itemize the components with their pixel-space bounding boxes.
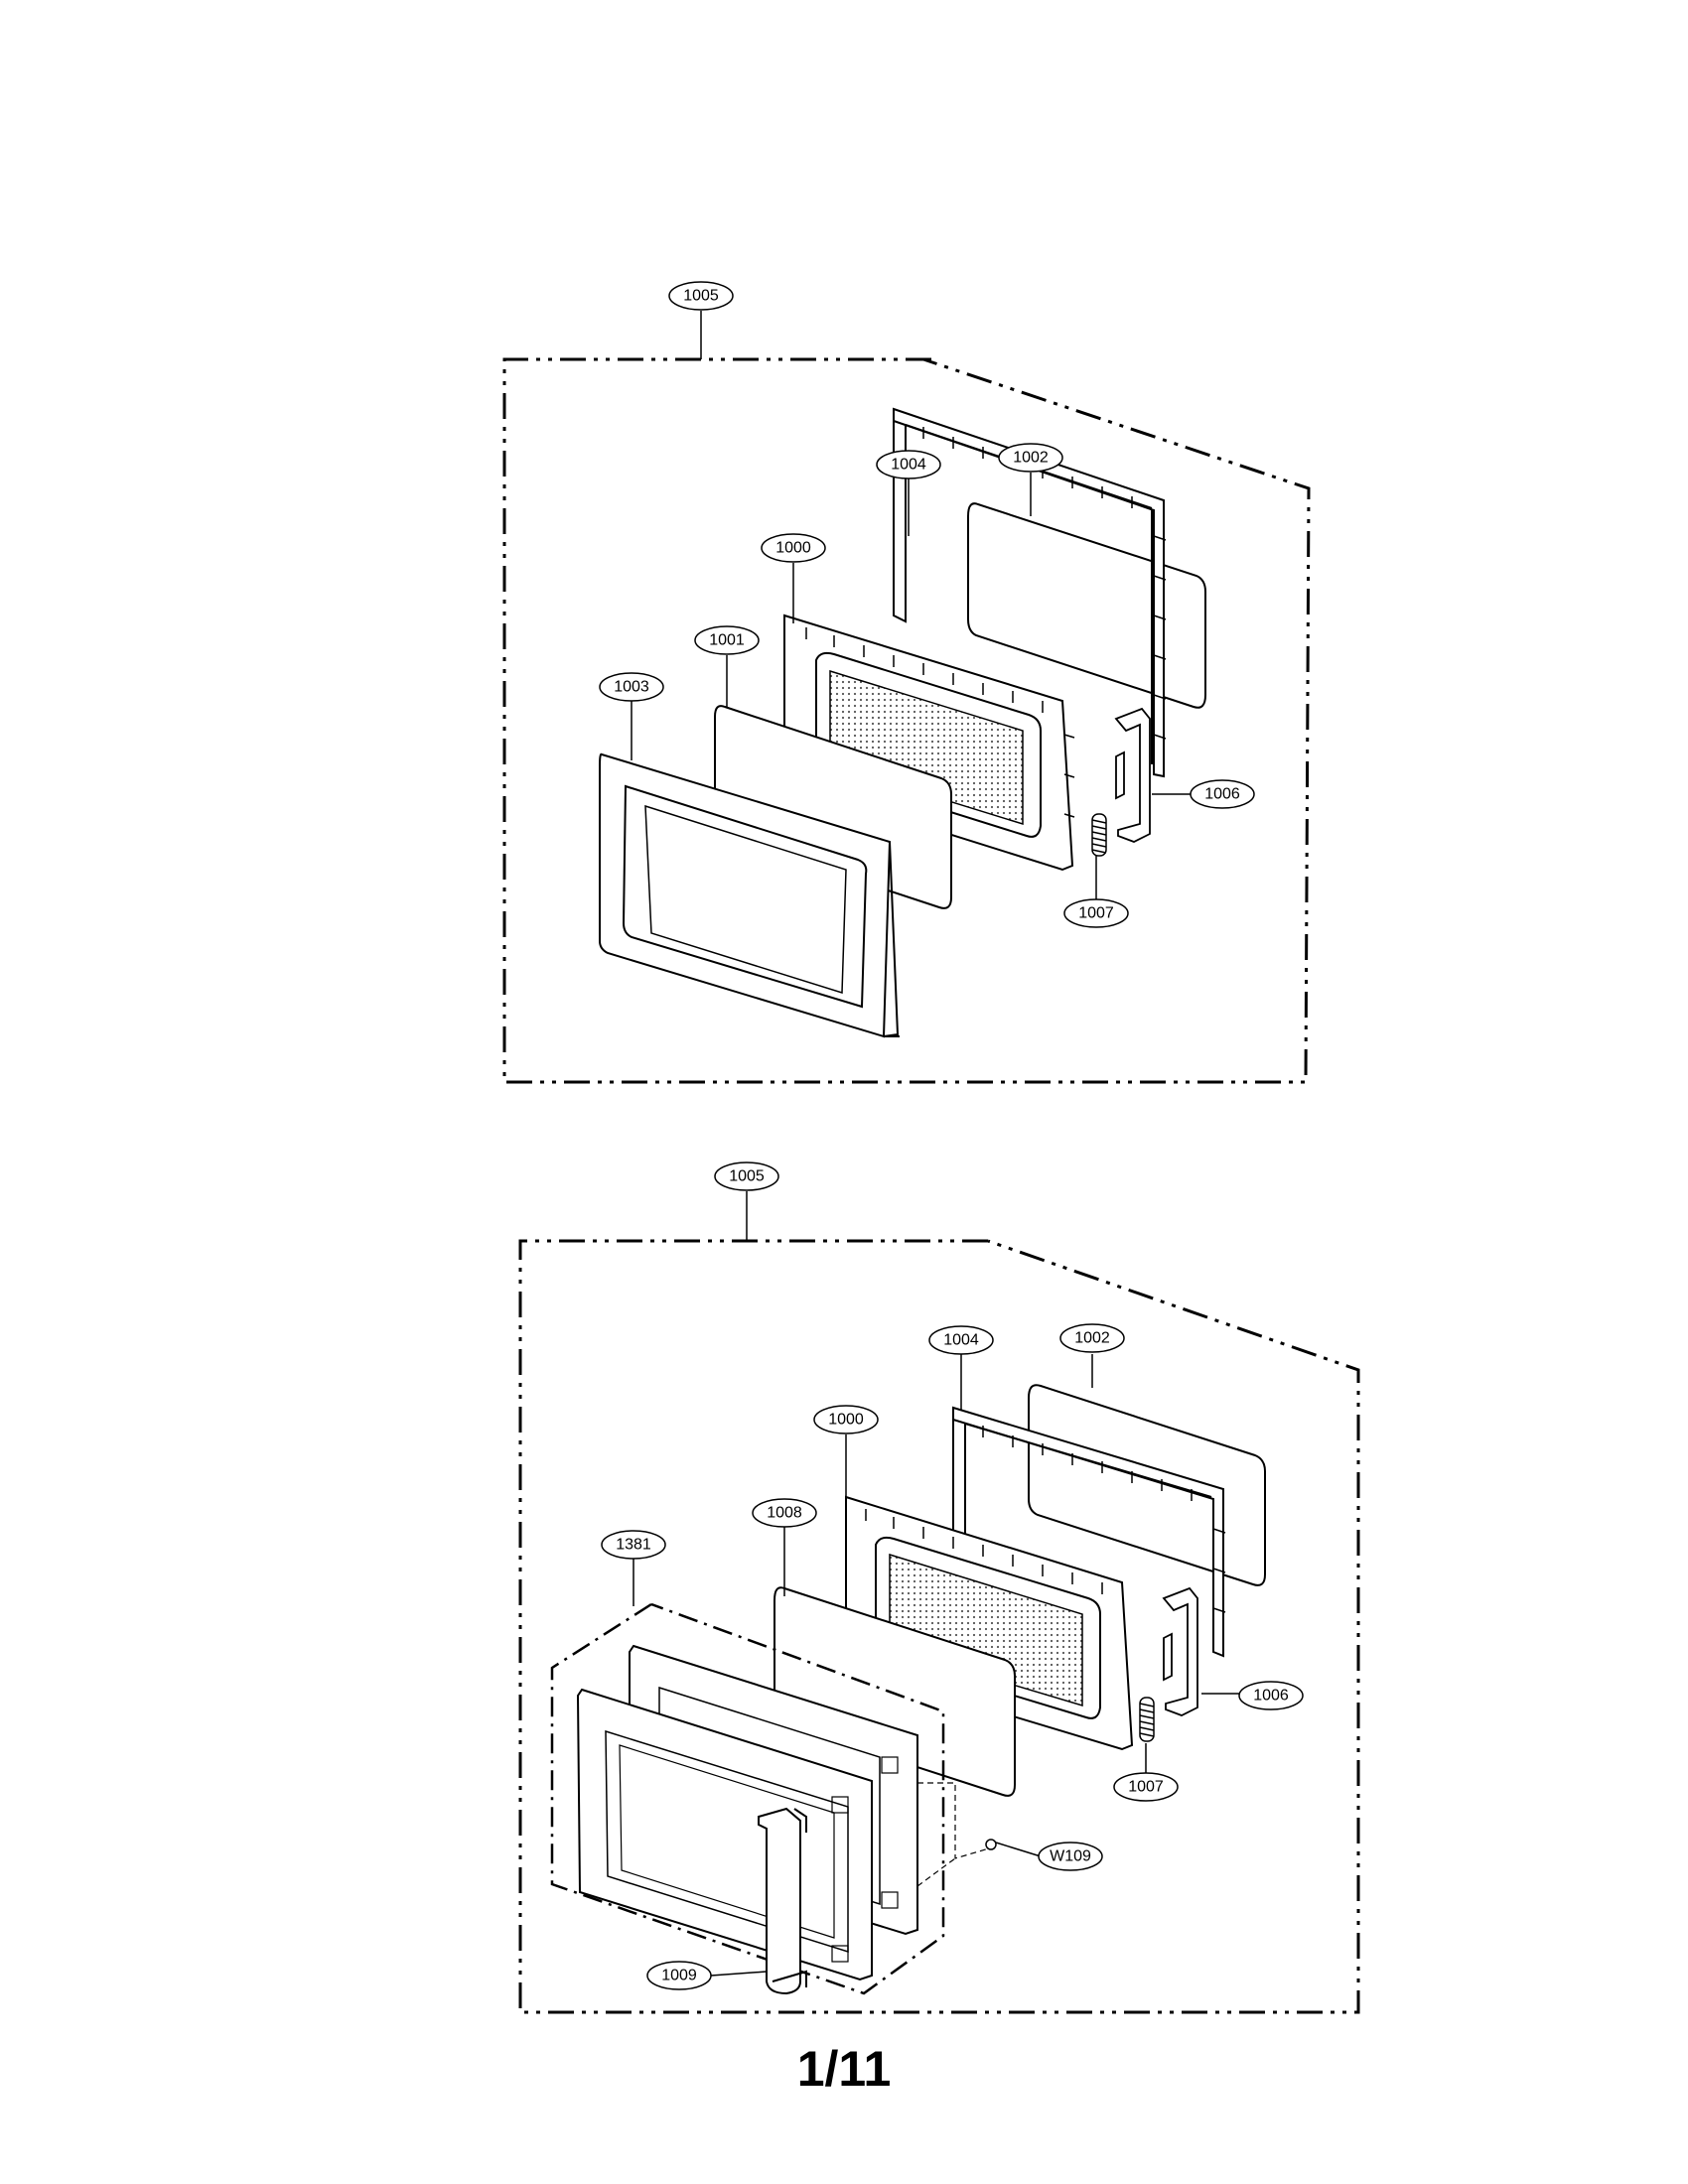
part-1007-spring	[1091, 813, 1107, 857]
callout-b-1008: 1008	[752, 1498, 817, 1528]
callout-a-1003: 1003	[599, 672, 664, 702]
part-1002-panel	[967, 502, 1206, 709]
part-1003-door-window	[622, 784, 868, 1009]
callout-b-1004: 1004	[928, 1325, 994, 1355]
svg-text:1003: 1003	[614, 679, 649, 696]
callout-a-1002: 1002	[998, 443, 1063, 473]
callout-b-1007: 1007	[1113, 1772, 1179, 1802]
part-1006-latch-2	[1115, 751, 1125, 800]
callout-b-1381: 1381	[601, 1530, 666, 1560]
callout-a-1007: 1007	[1063, 898, 1129, 928]
page-number: 1/11	[796, 2041, 892, 2097]
part-1003-door-flange	[883, 841, 900, 1037]
callout-a-1001: 1001	[694, 625, 760, 655]
part-1000-tabs-b	[865, 1509, 1103, 1594]
svg-text:1005: 1005	[729, 1168, 765, 1185]
leader-lines-b	[633, 1191, 1239, 1977]
part-1008-panel	[774, 1586, 1016, 1797]
assembly-boundary-1381	[550, 1602, 945, 1995]
svg-text:1007: 1007	[1078, 905, 1114, 922]
part-1381-door-front-window-inner	[619, 1744, 835, 1939]
callout-b-1009: 1009	[646, 1961, 712, 1990]
svg-text:1002: 1002	[1013, 450, 1049, 467]
callout-b-1002: 1002	[1059, 1323, 1125, 1353]
diagram-a	[502, 311, 1311, 1084]
part-1006-latch-b	[1162, 1586, 1198, 1716]
svg-text:1008: 1008	[767, 1505, 802, 1522]
part-1000-mesh	[829, 669, 1024, 826]
svg-text:1000: 1000	[775, 540, 811, 557]
callout-b-w109: W109	[1038, 1842, 1103, 1871]
callout-a-1006: 1006	[1190, 779, 1255, 809]
part-1006-latch-b-2	[1163, 1632, 1173, 1682]
svg-text:1009: 1009	[661, 1968, 697, 1984]
assembly-boundary-a	[502, 357, 1311, 1084]
callout-a-1004: 1004	[876, 450, 941, 479]
callout-b-1005: 1005	[714, 1161, 779, 1191]
svg-text:1006: 1006	[1204, 786, 1240, 803]
part-1381-door-badge-1	[831, 1796, 849, 1814]
part-1004-tabs	[922, 427, 1167, 740]
part-1000-mesh-b	[889, 1553, 1083, 1707]
part-1007-spring-b	[1139, 1697, 1155, 1742]
svg-text:1007: 1007	[1128, 1779, 1164, 1796]
callouts-a: 1005 1004 1002 1000 1001 1003 1006 1007	[599, 281, 1255, 928]
svg-text:1000: 1000	[828, 1412, 864, 1429]
callouts-b: 1005 1004 1002 1000 1008 1381 1006 1007 …	[601, 1161, 1304, 1990]
part-1000-tabs	[805, 627, 1075, 818]
svg-text:1005: 1005	[683, 288, 719, 305]
part-1003-door-front	[599, 752, 892, 1038]
part-1381-door-badge-4	[881, 1891, 899, 1909]
part-1009-handle	[758, 1807, 807, 1995]
part-1002-panel-b	[1028, 1384, 1266, 1586]
leader-lines-a	[631, 311, 1192, 899]
part-w109-screw	[985, 1839, 1042, 1857]
part-1381-door-badge-3	[881, 1756, 899, 1774]
callout-a-1005: 1005	[668, 281, 734, 311]
part-1001-panel	[714, 705, 952, 909]
callout-a-1000: 1000	[761, 533, 826, 563]
svg-text:1002: 1002	[1074, 1330, 1110, 1347]
svg-text:1006: 1006	[1253, 1688, 1289, 1705]
svg-text:1001: 1001	[709, 632, 745, 649]
diagram-b	[518, 1191, 1360, 2014]
part-1381-door-badge-2	[831, 1945, 849, 1963]
alignment-lines	[916, 1782, 990, 1887]
part-1004-tabs-b	[982, 1426, 1226, 1613]
svg-text:1381: 1381	[616, 1537, 651, 1554]
callout-b-1006: 1006	[1238, 1681, 1304, 1710]
svg-text:1004: 1004	[891, 457, 926, 474]
assembly-boundary-b	[518, 1239, 1360, 2014]
part-1003-door-inner	[644, 804, 847, 995]
callout-b-1000: 1000	[813, 1405, 879, 1434]
svg-text:W109: W109	[1050, 1848, 1091, 1865]
part-1006-latch	[1114, 707, 1151, 843]
svg-text:1004: 1004	[943, 1332, 979, 1349]
